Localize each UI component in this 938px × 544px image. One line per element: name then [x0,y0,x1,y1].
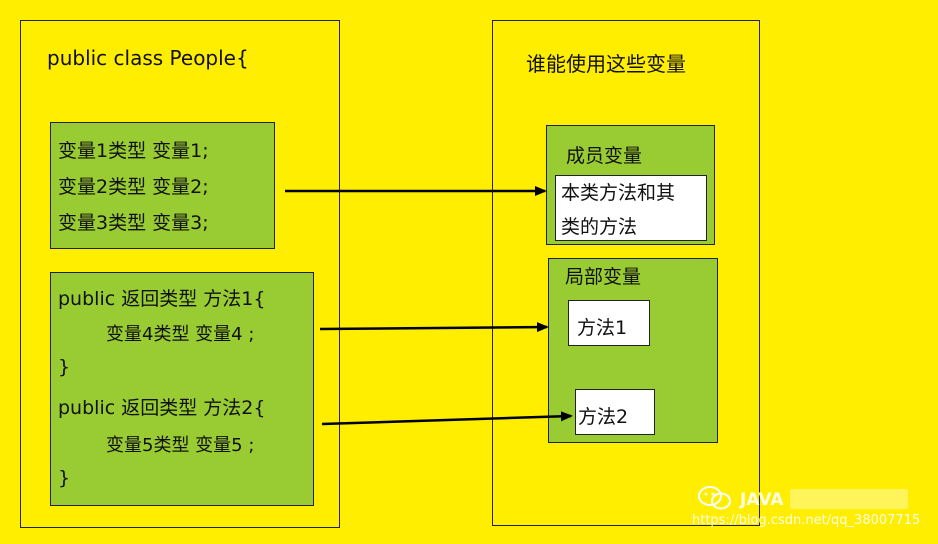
access-box [492,20,760,526]
field-line-3: 变量3类型 变量3; [58,212,209,234]
access-title: 谁能使用这些变量 [526,52,686,76]
method2-scope-box [575,389,655,435]
class-declaration: public class People{ [47,46,249,70]
method2-close-brace: } [58,467,71,489]
field-line-1: 变量1类型 变量1; [58,140,209,162]
member-scope-line-2: 类的方法 [561,216,638,238]
member-scope-line-1: 本类方法和其 [561,182,676,204]
fields-box [50,122,275,249]
method2-header: public 返回类型 方法2{ [58,397,266,419]
field-line-2: 变量2类型 变量2; [58,176,209,198]
watermark-url: https://blog.csdn.net/qq_38007715 [692,513,921,528]
member-variable-title: 成员变量 [566,145,643,167]
method1-close-brace: } [58,356,71,378]
people-class-box [20,20,340,528]
arrow-method2-to-local [321,411,573,426]
wechat-icon [698,486,732,510]
watermark-brand: JAVA [740,490,784,510]
method1-local-var: 变量4类型 变量4 ; [106,324,255,345]
member-variable-scope [555,175,707,241]
arrow-method1-to-local [319,322,549,333]
methods-box [50,272,314,506]
method2-scope-label: 方法2 [578,406,629,428]
watermark-blur [790,489,908,509]
method1-scope-label: 方法1 [577,317,628,339]
method2-local-var: 变量5类型 变量5 ; [106,435,255,456]
method1-header: public 返回类型 方法1{ [58,288,266,310]
method1-scope-box [568,300,650,346]
local-variable-title: 局部变量 [565,266,642,288]
